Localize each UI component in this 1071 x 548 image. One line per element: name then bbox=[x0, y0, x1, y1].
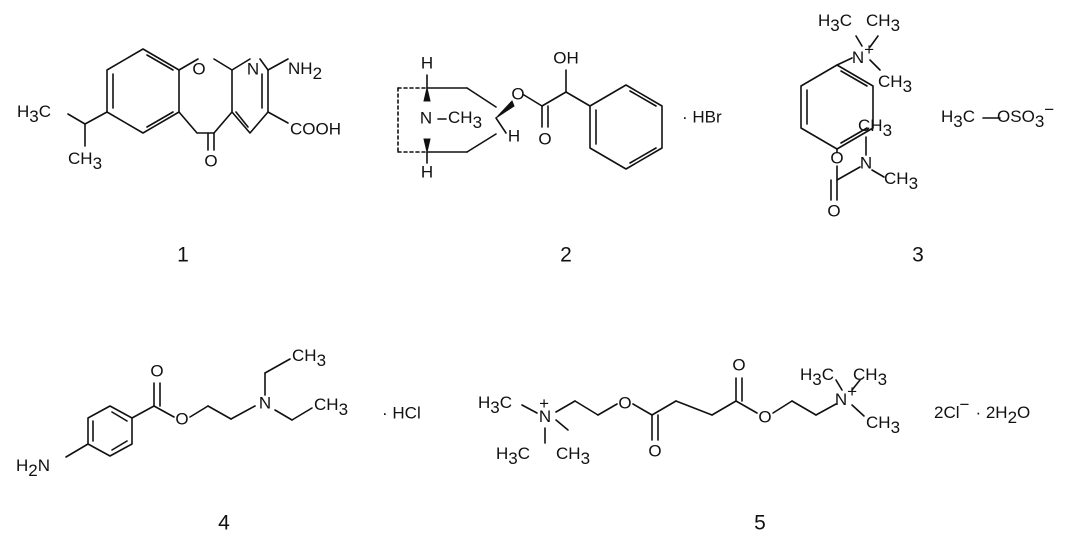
c2-phenyl-ring bbox=[589, 84, 663, 170]
c1-carboxyl-group: COOH bbox=[290, 119, 341, 138]
c4-amine-nitrogen: N bbox=[259, 393, 271, 412]
c3-methyl-3: CH3 bbox=[878, 72, 912, 96]
c1-methyl-bottom: CH3 bbox=[68, 149, 102, 173]
c5-ester-oxygen-1: O bbox=[618, 393, 631, 412]
compound-5: H3C N+ H3C CH3 O O O O H3C CH3 N+ CH3 2C… bbox=[478, 355, 1030, 534]
c3-carbonyl-oxygen: O bbox=[827, 201, 840, 220]
compound-label-5: 5 bbox=[754, 512, 766, 535]
c2-bridgehead-h-bottom: H bbox=[421, 162, 433, 181]
c4-amino-group: H2N bbox=[16, 456, 50, 480]
c4-carbonyl-oxygen: O bbox=[150, 361, 163, 380]
c2-ester-oxygen: O bbox=[511, 84, 524, 103]
c5-left-ammonium-nitrogen: N+ bbox=[539, 394, 551, 426]
c5-right-methyl-2: CH3 bbox=[853, 365, 887, 389]
c1-ring-nitrogen: N bbox=[247, 59, 259, 78]
c4-hcl-salt: · HCl bbox=[382, 403, 421, 422]
compound-label-3: 3 bbox=[912, 244, 924, 267]
c3-carbamate-nitrogen: N bbox=[860, 153, 872, 172]
c2-hbr-salt: · HBr bbox=[682, 107, 722, 126]
c5-left-methyl-3: CH3 bbox=[556, 444, 590, 468]
c1-carbonyl-oxygen: O bbox=[204, 151, 217, 170]
c3-methyl-2: CH3 bbox=[866, 11, 900, 35]
c1-amino-group: NH2 bbox=[288, 59, 322, 83]
c1-methyl-left: H3C bbox=[17, 102, 51, 126]
c2-bridgehead-h-top: H bbox=[421, 53, 433, 72]
c3-ether-oxygen: O bbox=[830, 148, 843, 167]
compound-1: O N NH2 O COOH H3C CH3 1 bbox=[17, 48, 341, 267]
c2-nitrogen: N bbox=[420, 108, 432, 127]
c2-hydrogen-right: H bbox=[508, 126, 520, 145]
c4-ester-oxygen: O bbox=[175, 409, 188, 428]
c3-ammonium-nitrogen: N+ bbox=[852, 40, 874, 67]
c3-methyl-1: H3C bbox=[818, 11, 852, 35]
c3-methyl-5: CH3 bbox=[884, 169, 918, 193]
c5-carbonyl-oxygen-1: O bbox=[648, 441, 661, 460]
c4-ethyl-1: CH3 bbox=[292, 346, 326, 370]
c5-counterion-hydrate: 2Cl−· 2H2O bbox=[934, 395, 1030, 427]
c2-n-methyl: CH3 bbox=[448, 108, 482, 132]
c5-left-methyl-1: H3C bbox=[478, 393, 512, 417]
compound-label-2: 2 bbox=[560, 244, 572, 267]
c1-benzene-ring bbox=[106, 48, 180, 134]
c2-hydroxyl: OH bbox=[553, 48, 579, 67]
compound-2: H H N CH3 H O O OH · HBr 2 bbox=[397, 48, 722, 267]
compound-label-4: 4 bbox=[218, 512, 230, 535]
compound-4: H2N O O N CH3 CH3 · HCl 4 bbox=[16, 346, 421, 534]
compound-label-1: 1 bbox=[177, 244, 189, 267]
c5-right-methyl-1: H3C bbox=[800, 365, 834, 389]
c5-carbonyl-oxygen-2: O bbox=[732, 355, 745, 374]
c5-right-methyl-3: CH3 bbox=[866, 413, 900, 437]
c1-ring-oxygen: O bbox=[192, 59, 205, 78]
c5-right-ammonium-nitrogen: N+ bbox=[835, 382, 857, 409]
c4-benzene-ring bbox=[87, 405, 133, 457]
c4-ethyl-2: CH3 bbox=[314, 395, 348, 419]
c3-benzene-ring bbox=[800, 64, 874, 150]
c2-carbonyl-oxygen: O bbox=[538, 129, 551, 148]
c5-left-methyl-2: H3C bbox=[496, 444, 530, 468]
c3-methyl-4: CH3 bbox=[858, 116, 892, 140]
c5-ester-oxygen-2: O bbox=[758, 407, 771, 426]
